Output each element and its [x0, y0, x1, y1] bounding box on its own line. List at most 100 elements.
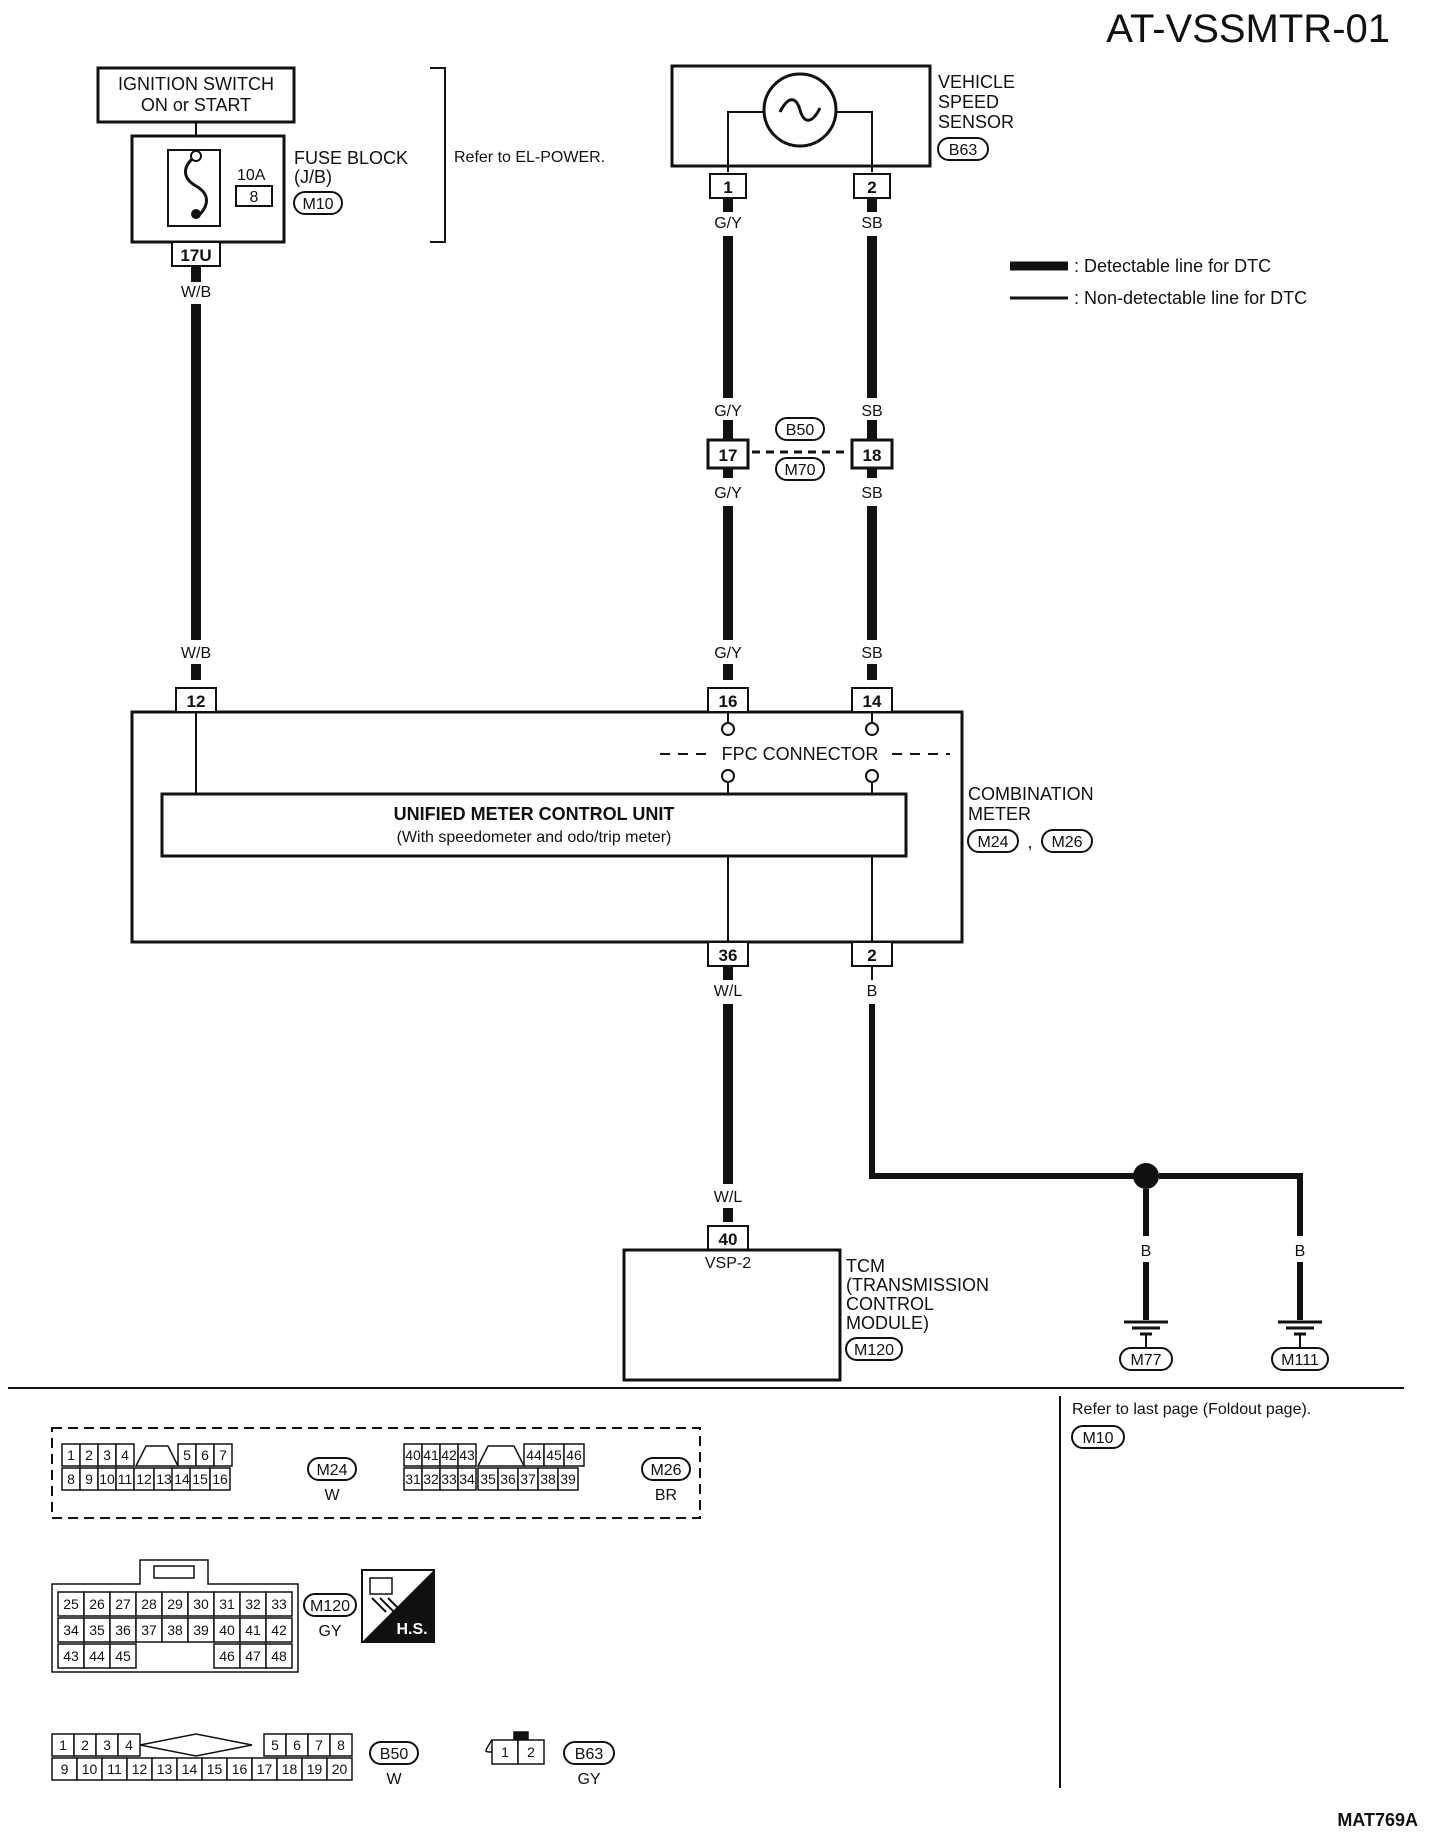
ground-m77-label: M77 — [1130, 1352, 1161, 1369]
connector-b50-pin: 13 — [157, 1761, 173, 1777]
power-reference: Refer to EL-POWER. — [454, 149, 605, 166]
connector-m24-pin: 3 — [103, 1447, 111, 1463]
connector-b50-pin: 15 — [207, 1761, 223, 1777]
inline-pin-17: 17 — [719, 446, 738, 465]
connector-m120-color: GY — [318, 1623, 341, 1640]
tcm-signal-vsp2: VSP-2 — [705, 1255, 751, 1272]
connector-m26-pin: 34 — [459, 1471, 475, 1487]
connector-m26-pin: 46 — [566, 1447, 582, 1463]
connector-m120-pin: 30 — [193, 1596, 209, 1612]
fuse-rating: 10A — [237, 167, 266, 184]
connector-m26-pin: 43 — [459, 1447, 475, 1463]
tcm: 40 VSP-2 TCM (TRANSMISSION CONTROL MODUL… — [622, 1225, 989, 1382]
tcm-label-1: TCM — [846, 1256, 885, 1276]
meter-pin-14: 14 — [863, 692, 882, 711]
connector-b63-name: B63 — [575, 1746, 604, 1763]
connector-m120-pin: 28 — [141, 1596, 157, 1612]
connector-m24-pin: 10 — [99, 1471, 115, 1487]
connector-m26-pin: 35 — [480, 1471, 496, 1487]
wire-label-b-ground-1: B — [1141, 1243, 1152, 1260]
connector-m26-pin: 32 — [423, 1471, 439, 1487]
connector-m120-pin: 44 — [89, 1648, 105, 1664]
fuse-block: 10A 8 FUSE BLOCK (J/B) M10 17U — [130, 134, 408, 267]
connector-m24-pin: 15 — [192, 1471, 208, 1487]
fuse-terminal-17u: 17U — [180, 246, 211, 265]
connector-m120-pin: 33 — [271, 1596, 287, 1612]
diagram-title: AT-VSSMTR-01 — [1106, 7, 1390, 51]
wire-label-sb-2: SB — [861, 403, 882, 420]
connector-m120-pin: 46 — [219, 1648, 235, 1664]
connector-m24-name: M24 — [316, 1462, 347, 1479]
tcm-label-4: MODULE) — [846, 1313, 929, 1333]
connector-m120-pin: 31 — [219, 1596, 235, 1612]
connector-b50-pin: 14 — [182, 1761, 198, 1777]
connector-b50-pin: 1 — [59, 1737, 67, 1753]
connector-m24-color: W — [324, 1487, 340, 1504]
connector-m120-pin: 29 — [167, 1596, 183, 1612]
ground-splice — [1133, 1163, 1159, 1189]
connector-m24-pin: 5 — [183, 1447, 191, 1463]
fuse-block-connector: M10 — [302, 196, 333, 213]
connector-m26-pin: 38 — [540, 1471, 556, 1487]
connector-b63-pin: 1 — [501, 1744, 509, 1760]
wire-label-b-top: B — [867, 983, 878, 1000]
connector-b50-pin: 17 — [257, 1761, 273, 1777]
connector-m26-pin: 39 — [560, 1471, 576, 1487]
connector-m120-pin: 40 — [219, 1622, 235, 1638]
wire-label-sb-4: SB — [861, 645, 882, 662]
connector-b50-pin: 8 — [337, 1737, 345, 1753]
ground-m111-label: M111 — [1281, 1352, 1319, 1369]
connector-b50-pin: 4 — [125, 1737, 133, 1753]
connector-b50-name: B50 — [380, 1746, 409, 1763]
connector-m26-name: M26 — [650, 1462, 681, 1479]
meter-pin-12: 12 — [187, 692, 206, 711]
meter-pin-2: 2 — [867, 946, 876, 965]
connector-m120-pin: 36 — [115, 1622, 131, 1638]
sensor-pin-2: 2 — [867, 178, 876, 197]
connector-m26-pin: 44 — [526, 1447, 542, 1463]
inline-connector-b50-m70: 17 18 B50 M70 — [706, 417, 894, 481]
hs-connector-icon: H.S. — [361, 1569, 435, 1643]
wire-label-gy-3: G/Y — [714, 485, 742, 502]
legend-detectable: : Detectable line for DTC — [1074, 256, 1271, 276]
connector-m120-name: M120 — [310, 1598, 350, 1615]
connector-m26-color: BR — [655, 1487, 677, 1504]
combination-meter-connector-m24: M24 — [977, 834, 1008, 851]
fuse-block-jb: (J/B) — [294, 167, 332, 187]
sensor-label-1: VEHICLE — [938, 72, 1015, 92]
diagram-footer-code: MAT769A — [1337, 1810, 1418, 1830]
tcm-label-2: (TRANSMISSION — [846, 1275, 989, 1295]
ignition-switch-label-1: IGNITION SWITCH — [118, 74, 274, 94]
connector-b50-pin: 7 — [315, 1737, 323, 1753]
connector-b50-pin: 20 — [332, 1761, 348, 1777]
connector-m26-pin: 42 — [441, 1447, 457, 1463]
connector-m24-pin: 4 — [121, 1447, 129, 1463]
ignition-switch-label-2: ON or START — [141, 95, 251, 115]
connector-m120-pin: 39 — [193, 1622, 209, 1638]
fpc-connector-label: FPC CONNECTOR — [722, 744, 879, 764]
connector-m24-pin: 1 — [67, 1447, 75, 1463]
wire-label-wb-bottom: W/B — [181, 645, 211, 662]
sensor-pin-1: 1 — [723, 178, 732, 197]
connector-m120-pin: 48 — [271, 1648, 287, 1664]
connector-b50-pin: 11 — [107, 1761, 122, 1777]
connector-m24-pin: 14 — [174, 1471, 190, 1487]
legend: : Detectable line for DTC : Non-detectab… — [1010, 256, 1307, 308]
connector-m120-pin: 43 — [63, 1648, 79, 1664]
ground-icon-m111: M111 — [1271, 1320, 1329, 1371]
sensor-label-2: SPEED — [938, 92, 999, 112]
wire-label-gy-4: G/Y — [714, 645, 742, 662]
connector-b50-pin: 3 — [103, 1737, 111, 1753]
connector-m24-pin: 12 — [136, 1471, 152, 1487]
connector-m24-pin: 13 — [156, 1471, 172, 1487]
wire-label-gy-2: G/Y — [714, 403, 742, 420]
ignition-switch: IGNITION SWITCH ON or START — [96, 66, 296, 124]
connector-m120-pin: 26 — [89, 1596, 105, 1612]
ground-icon-m77: M77 — [1119, 1320, 1173, 1371]
connector-b50-pin: 18 — [282, 1761, 298, 1777]
wire-label-b-ground-2: B — [1295, 1243, 1306, 1260]
connector-m26-pin: 41 — [423, 1447, 439, 1463]
unified-meter-unit-title: UNIFIED METER CONTROL UNIT — [394, 804, 675, 824]
